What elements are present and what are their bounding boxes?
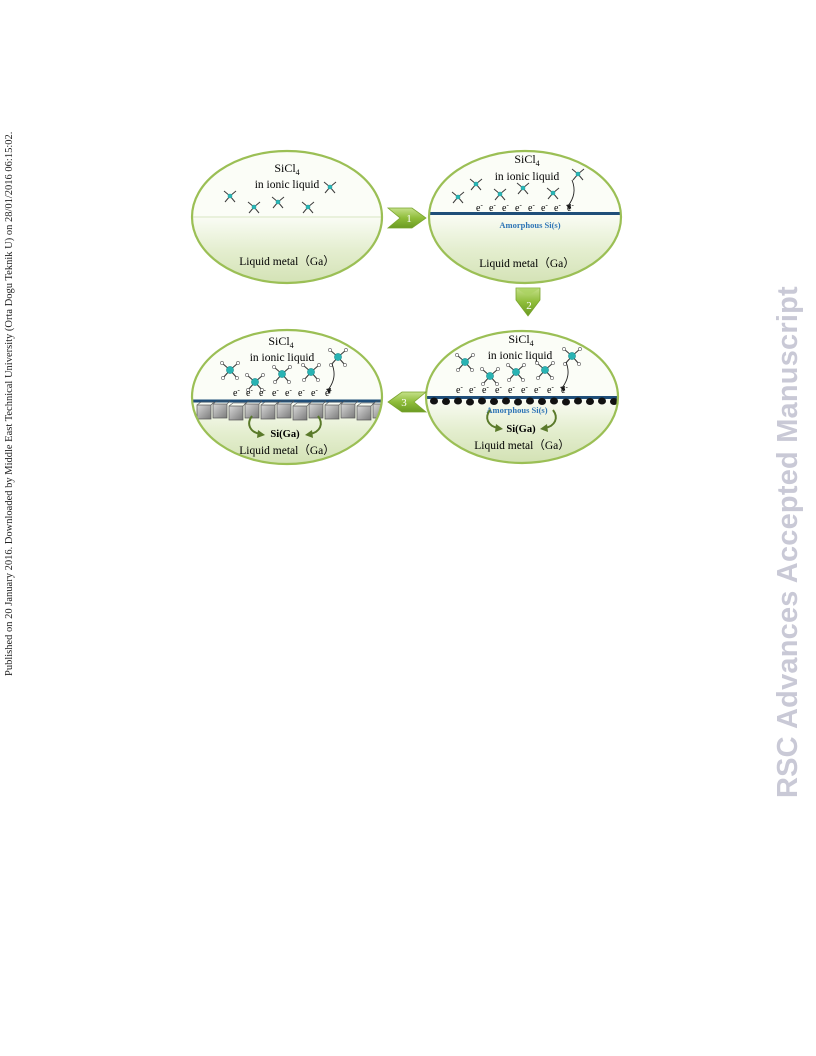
electron-row: e- e- e- e- e- e- e- e- — [233, 386, 332, 399]
panel-1-medium: in ionic liquid — [255, 179, 320, 191]
electron-transfer-arrow — [561, 361, 569, 389]
electron: e- — [541, 201, 548, 214]
panel-3: SiCl4 in ionic liquid e- e- e- e- e- e- … — [424, 329, 620, 465]
electron: e- — [259, 386, 266, 399]
panel-3-reagent: SiCl4 — [508, 332, 533, 348]
electron: e- — [515, 201, 522, 214]
electron: e- — [272, 386, 279, 399]
electron: e- — [554, 201, 561, 214]
step-2-label: 2 — [526, 300, 532, 312]
panel-3-metal-label: Liquid metal（Ga） — [474, 439, 570, 452]
panel-4-border — [190, 328, 384, 466]
panel-2-medium: in ionic liquid — [495, 171, 560, 183]
electron: e- — [311, 386, 318, 399]
electron: e- — [298, 386, 305, 399]
electron-transfer-arrow — [327, 363, 335, 391]
panel-1-border — [190, 149, 384, 285]
electron: e- — [476, 201, 483, 214]
electron: e- — [502, 201, 509, 214]
electron: e- — [325, 386, 332, 399]
liquid-metal-region — [192, 217, 382, 283]
panel-4-reagent: SiCl4 — [268, 334, 293, 350]
step-1-arrow: 1 — [386, 207, 427, 229]
panel-2-metal-label: Liquid metal（Ga） — [479, 257, 575, 270]
electron: e- — [233, 386, 240, 399]
electron: e- — [534, 383, 541, 396]
electron: e- — [561, 383, 568, 396]
step-3-arrow: 3 — [387, 391, 428, 413]
panel-2-border — [427, 149, 623, 285]
electron-row: e- e- e- e- e- e- e- e- — [476, 201, 574, 214]
panel-3-border — [424, 329, 620, 465]
step-3-label: 3 — [401, 397, 407, 409]
electron: e- — [528, 201, 535, 214]
panel-3-alloy-label: Si(Ga) — [506, 424, 536, 435]
panel-2-reagent: SiCl4 — [514, 152, 539, 168]
panel-4-alloy-label: Si(Ga) — [270, 429, 300, 440]
electron: e- — [521, 383, 528, 396]
panel-2: SiCl4 in ionic liquid e- e- e- e- e- e- … — [427, 149, 623, 285]
panel-1-reagent: SiCl4 — [274, 161, 299, 177]
panel-3-layer-label: Amorphous Si(s) — [486, 405, 547, 415]
panel-4-metal-label: Liquid metal（Ga） — [239, 444, 335, 457]
electron: e- — [547, 383, 554, 396]
electron: e- — [508, 383, 515, 396]
electron: e- — [495, 383, 502, 396]
panel-1: SiCl4 in ionic liquid Liquid metal（Ga） — [190, 149, 384, 285]
electron: e- — [489, 201, 496, 214]
panel-4-medium: in ionic liquid — [250, 352, 315, 364]
electron: e- — [567, 201, 574, 214]
electron: e- — [246, 386, 253, 399]
electron: e- — [285, 386, 292, 399]
panel-2-layer-label: Amorphous Si(s) — [499, 220, 560, 230]
step-1-label: 1 — [406, 213, 412, 225]
electron-transfer-arrow — [567, 179, 575, 207]
panel-1-metal-label: Liquid metal（Ga） — [239, 255, 335, 268]
amorphous-si-particles — [430, 397, 618, 406]
step-2-arrow: 2 — [515, 287, 541, 317]
electron: e- — [456, 383, 463, 396]
electron: e- — [469, 383, 476, 396]
panel-4: SiCl4 in ionic liquid e- e- e- e- e- e- … — [190, 328, 384, 466]
electron: e- — [482, 383, 489, 396]
electron-row: e- e- e- e- e- e- e- e- e- — [456, 383, 568, 396]
panel-3-medium: in ionic liquid — [488, 350, 553, 362]
